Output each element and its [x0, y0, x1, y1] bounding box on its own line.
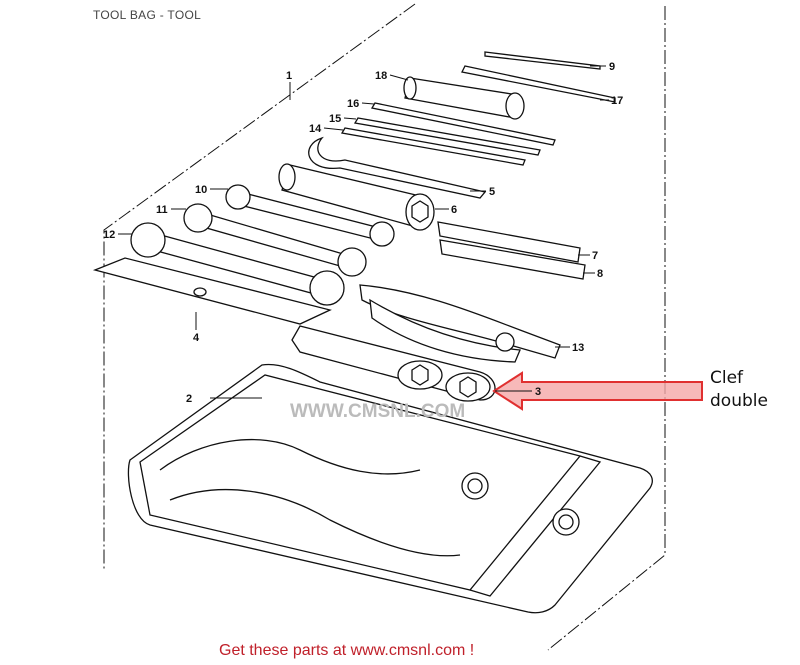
annotation-arrow — [492, 371, 703, 411]
callout-3[interactable]: 3 — [535, 386, 541, 398]
callout-12[interactable]: 12 — [103, 229, 115, 241]
callout-5[interactable]: 5 — [489, 186, 495, 198]
annotation-line-2: double — [710, 391, 768, 411]
callout-7[interactable]: 7 — [592, 250, 598, 262]
part-2-tool-bag — [127, 363, 653, 614]
part-6-box-spanner — [278, 163, 435, 231]
part-14-tool — [340, 127, 526, 166]
watermark: WWW.CMSNL.COM — [290, 401, 465, 422]
part-7-lever — [437, 221, 581, 263]
part-5-spanner — [308, 136, 487, 199]
footer-link[interactable]: Get these parts at www.cmsnl.com ! — [219, 642, 475, 659]
callout-4[interactable]: 4 — [193, 332, 200, 344]
callout-8[interactable]: 8 — [597, 268, 603, 280]
callout-11[interactable]: 11 — [156, 204, 168, 216]
callout-14[interactable]: 14 — [309, 123, 322, 135]
part-9-tool — [484, 51, 601, 70]
part-16-tool — [370, 102, 556, 146]
kit-boundary — [103, 3, 666, 651]
part-13-pliers — [359, 284, 561, 363]
callout-2[interactable]: 2 — [186, 393, 192, 405]
part-10-wrench — [225, 184, 395, 247]
part-11-wrench — [183, 203, 367, 277]
page-title: TOOL BAG - TOOL — [93, 8, 202, 22]
annotation-label: Clef double — [710, 367, 768, 413]
callout-18[interactable]: 18 — [375, 70, 387, 82]
part-8-lever — [439, 239, 586, 280]
callout-16[interactable]: 16 — [347, 98, 359, 110]
callout-6[interactable]: 6 — [451, 204, 457, 216]
callout-9[interactable]: 9 — [609, 61, 615, 73]
callout-17[interactable]: 17 — [611, 95, 623, 107]
annotation-line-1: Clef — [710, 368, 744, 388]
part-15-tool — [353, 117, 541, 156]
part-4-bar — [92, 257, 332, 325]
part-12-wrench — [130, 222, 345, 306]
callouts: 1 2 3 4 5 6 7 8 9 10 11 12 13 14 15 16 1… — [103, 61, 623, 405]
callout-15[interactable]: 15 — [329, 113, 341, 125]
callout-1[interactable]: 1 — [286, 70, 292, 82]
callout-10[interactable]: 10 — [195, 184, 207, 196]
part-18-handle — [403, 76, 525, 120]
part-17-tool — [461, 65, 616, 103]
callout-13[interactable]: 13 — [572, 342, 584, 354]
part-3-double-wrench — [291, 325, 496, 402]
